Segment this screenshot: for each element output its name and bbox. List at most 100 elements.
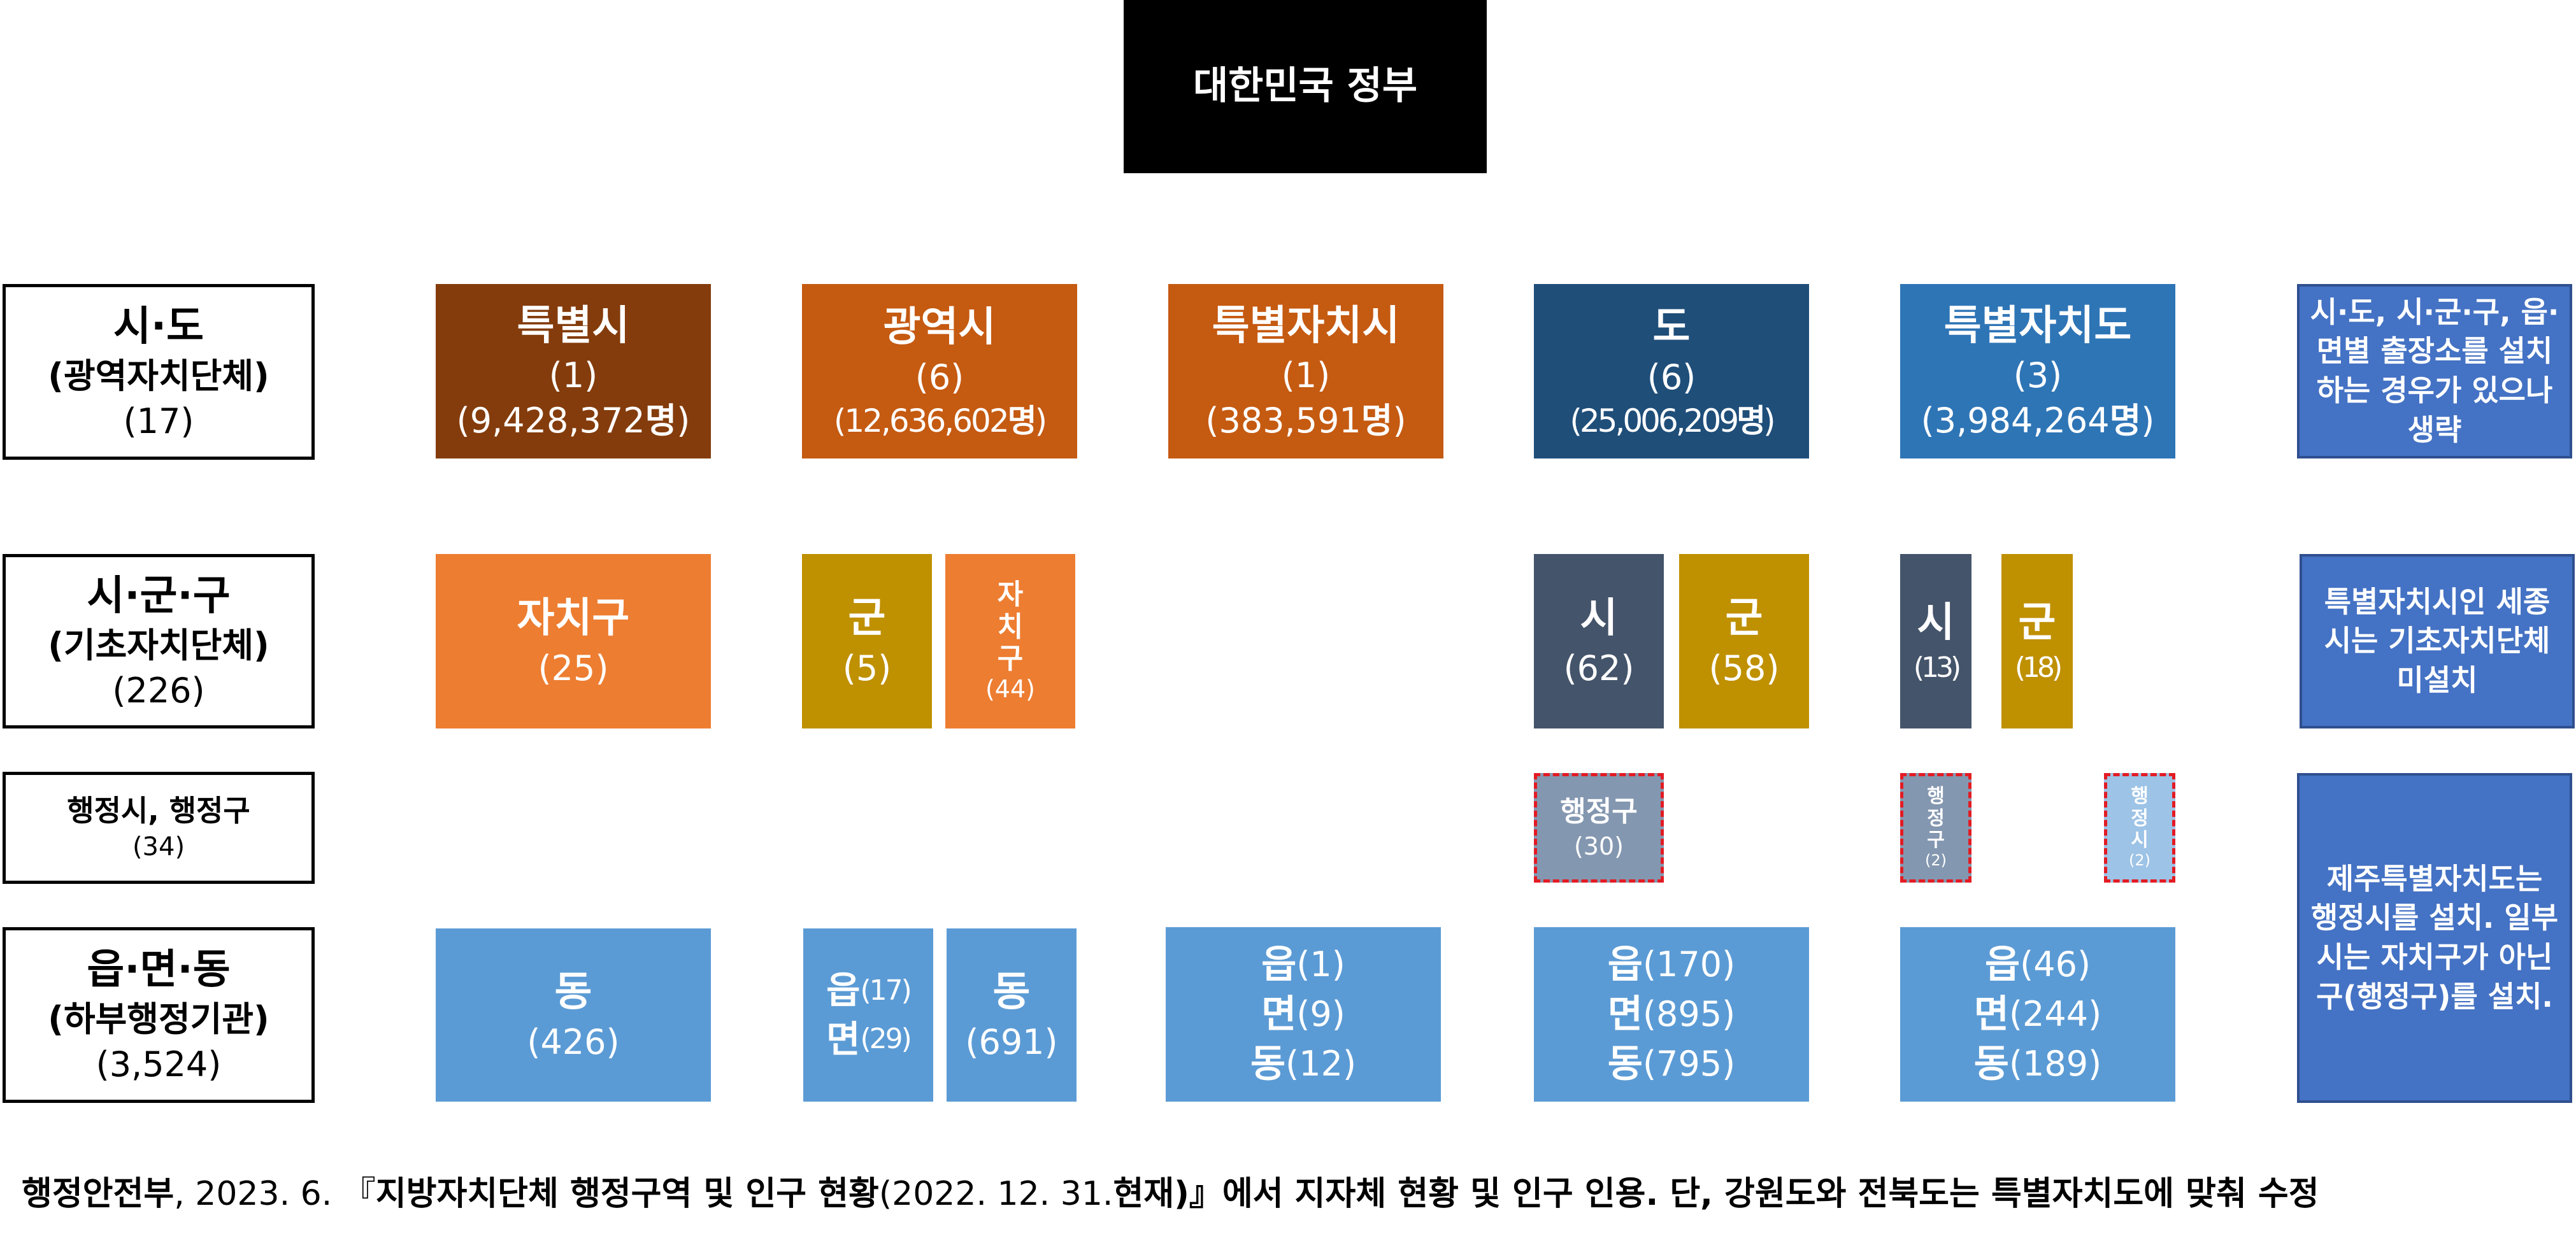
box-count: (691) — [965, 1021, 1058, 1062]
special-province-admin-si-box: 행 정 시 (2) — [2104, 773, 2175, 883]
province-admin-gu-box: 행정구 (30) — [1534, 773, 1664, 883]
special-province-gun-box: 군 (18) — [2001, 554, 2073, 728]
source-rest: )』에서 지자체 현황 및 인구 인용. 단, 강원도와 전북도는 특별자치도에… — [1174, 1175, 2319, 1213]
source-org: 행정안전부 — [22, 1175, 175, 1213]
box-title: 특별자치도 — [1943, 302, 2132, 350]
level-name: 읍·면·동 — [87, 946, 231, 993]
metro-gun-box: 군 (5) — [802, 554, 932, 728]
box-title: 시 — [1580, 595, 1618, 643]
level-desc: (하부행정기관) — [48, 998, 269, 1039]
box-count: (5) — [842, 648, 892, 688]
box-population: (12,636,602명) — [833, 402, 1047, 439]
box-count: (18) — [2014, 651, 2063, 685]
level-name: 시·군·구 — [87, 572, 231, 620]
box-count: (426) — [527, 1021, 620, 1062]
level-name: 행정시, 행정구 — [67, 793, 250, 828]
level-label-sigungu: 시·군·구 (기초자치단체) (226) — [3, 554, 315, 728]
box-count: (6) — [1647, 357, 1696, 397]
eup-row: 읍(46) — [1984, 942, 2091, 987]
government-header: 대한민국 정부 — [1124, 0, 1487, 173]
box-title: 특별자치시 — [1212, 302, 1400, 350]
box-count: (62) — [1563, 648, 1635, 688]
special-province-admin-gu-box: 행 정 구 (2) — [1900, 773, 1971, 883]
note-text: 시·도, 시·군·구, 읍·면별 출장소를 설치하는 경우가 있으나 생략 — [2310, 294, 2559, 447]
box-title: 군 — [848, 595, 886, 643]
special-self-city-box: 특별자치시 (1) (383,591명) — [1168, 284, 1443, 458]
box-title: 군 — [2018, 599, 2056, 646]
level-count: (3,524) — [96, 1044, 222, 1085]
box-count: (2) — [1925, 851, 1947, 869]
province-si-box: 시 (62) — [1534, 554, 1664, 728]
jachigu-box: 자치구 (25) — [436, 554, 711, 728]
box-title: 행정구 — [1560, 795, 1638, 828]
metro-dong-box: 동 (691) — [947, 928, 1077, 1102]
box-title: 도 — [1652, 304, 1691, 352]
province-box: 도 (6) (25,006,209명) — [1534, 284, 1809, 458]
myeon-row: 면(9) — [1261, 992, 1345, 1037]
box-title: 특별시 — [517, 302, 630, 350]
box-count: (3) — [2013, 355, 2063, 395]
box-population: (383,591명) — [1205, 401, 1406, 441]
box-title: 동 — [554, 969, 592, 1016]
note-sejong: 특별자치시인 세종시는 기초자치단체 미설치 — [2300, 554, 2575, 728]
metro-jachigu-box: 자 치 구 (44) — [945, 554, 1075, 728]
special-province-box: 특별자치도 (3) (3,984,264명) — [1900, 284, 2175, 458]
box-population: (25,006,209명) — [1570, 402, 1775, 439]
level-count: (17) — [123, 401, 194, 442]
eup-row: 읍(17) — [826, 969, 912, 1012]
special-city-dong-box: 동 (426) — [436, 928, 711, 1102]
note-text: 제주특별자치도는 행정시를 설치. 일부 시는 자치구가 아닌 구(행정구)를 … — [2310, 861, 2559, 1014]
box-title: 자 치 구 — [997, 578, 1024, 676]
source-title-date: (2022. 12. 31. — [878, 1175, 1113, 1213]
source-date: , 2023. 6. 『 — [174, 1175, 376, 1213]
province-eupmyeondong-box: 읍(170) 면(895) 동(795) — [1534, 927, 1809, 1102]
government-title: 대한민국 정부 — [1192, 64, 1418, 109]
level-name: 시·도 — [113, 302, 204, 350]
dong-row: 동(795) — [1607, 1042, 1736, 1086]
myeon-row: 면(244) — [1973, 992, 2102, 1037]
dong-row: 동(12) — [1250, 1042, 1357, 1086]
box-count: (44) — [985, 675, 1035, 704]
level-label-admin: 행정시, 행정구 (34) — [3, 772, 315, 884]
box-count: (1) — [1281, 355, 1331, 395]
box-count: (58) — [1708, 648, 1780, 688]
note-branch-offices: 시·도, 시·군·구, 읍·면별 출장소를 설치하는 경우가 있으나 생략 — [2297, 284, 2572, 458]
metro-eup-myeon-box: 읍(17) 면(29) — [803, 928, 933, 1102]
myeon-row: 면(895) — [1607, 992, 1736, 1037]
level-label-sido: 시·도 (광역자치단체) (17) — [3, 284, 315, 460]
box-count: (25) — [538, 648, 609, 688]
box-count: (13) — [1913, 651, 1961, 685]
box-title: 광역시 — [883, 304, 996, 352]
level-desc: (광역자치단체) — [48, 355, 269, 396]
eup-row: 읍(1) — [1261, 942, 1345, 987]
box-title: 동 — [992, 969, 1031, 1016]
myeon-row: 면(29) — [826, 1018, 912, 1061]
box-title: 군 — [1725, 595, 1763, 643]
note-jeju: 제주특별자치도는 행정시를 설치. 일부 시는 자치구가 아닌 구(행정구)를 … — [2297, 773, 2572, 1103]
dong-row: 동(189) — [1973, 1042, 2102, 1086]
box-population: (9,428,372명) — [456, 401, 691, 441]
sejong-eupmyeondong-box: 읍(1) 면(9) 동(12) — [1166, 927, 1441, 1102]
note-text: 특별자치시인 세종시는 기초자치단체 미설치 — [2324, 584, 2551, 697]
box-population: (3,984,264명) — [1921, 401, 2155, 441]
box-count: (30) — [1573, 832, 1624, 860]
eup-row: 읍(170) — [1607, 942, 1736, 987]
province-gun-box: 군 (58) — [1679, 554, 1809, 728]
box-count: (1) — [548, 355, 598, 395]
level-count: (226) — [112, 671, 205, 711]
box-title: 시 — [1917, 599, 1955, 646]
box-count: (6) — [915, 357, 964, 397]
source-footnote: 행정안전부, 2023. 6. 『지방자치단체 행정구역 및 인구 현황(202… — [22, 1167, 2319, 1214]
special-province-eupmyeondong-box: 읍(46) 면(244) 동(189) — [1900, 927, 2175, 1102]
level-count: (34) — [132, 832, 185, 862]
box-title: 행 정 구 — [1927, 785, 1945, 852]
special-province-si-box: 시 (13) — [1900, 554, 1971, 728]
source-title-now: 현재 — [1113, 1175, 1175, 1213]
box-count: (2) — [2129, 851, 2150, 869]
box-title: 자치구 — [517, 595, 630, 643]
level-desc: (기초자치단체) — [48, 625, 269, 665]
box-title: 행 정 시 — [2131, 785, 2149, 852]
special-city-box: 특별시 (1) (9,428,372명) — [436, 284, 711, 458]
source-title: 지방자치단체 행정구역 및 인구 현황 — [375, 1175, 879, 1213]
level-label-eupmyeon: 읍·면·동 (하부행정기관) (3,524) — [3, 927, 315, 1103]
